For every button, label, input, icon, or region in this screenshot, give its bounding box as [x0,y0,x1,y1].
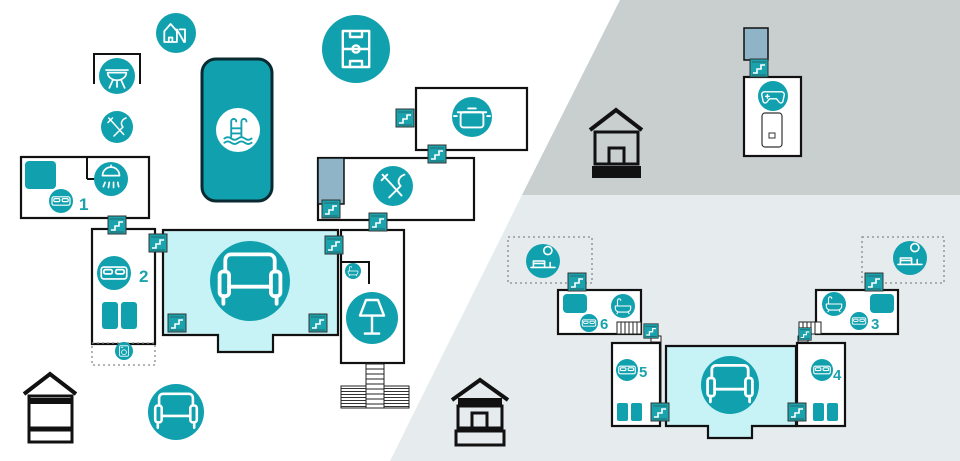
bbq-area [93,53,141,94]
stairs-icon [368,212,388,232]
upper-floor-background [522,0,960,195]
playground-icon [156,13,196,53]
stairs-icon [798,327,812,341]
bed-icon [580,314,598,332]
room-number-6: 6 [600,316,608,333]
stairs-icon [643,323,659,339]
game-controller-icon [758,81,788,111]
bedroom-2: 2 [90,227,157,366]
bed-icon [616,359,638,381]
room-number-3: 3 [871,316,879,333]
living-room [339,228,410,409]
bed-icon [811,359,833,381]
swimming-pool-icon [216,108,260,152]
garden-bench-icon [893,241,927,275]
washing-machine-icon [115,342,133,360]
stairs-icon [107,215,127,235]
game-room [742,27,803,158]
cooking-pot-icon [452,97,492,137]
table-lamp-icon [346,292,398,344]
stairs-icon [148,233,168,253]
soccer-field-icon [322,15,390,83]
lower-lounge [664,344,798,440]
terrace-sofa-icon [148,384,204,440]
kitchen [414,86,529,152]
bedroom-1: 1 [19,155,151,220]
stairs-icon [308,313,328,333]
stairs-icon [324,235,344,255]
stairs-icon [787,402,807,422]
bedroom-5: 5 [610,341,662,428]
stairs-icon [749,58,769,78]
stairs-icon [567,272,587,292]
house-level-icon-upper [588,107,644,178]
main-lounge [161,228,340,354]
dining-icon [373,166,413,206]
house-level-icon-ground [22,371,78,444]
stairs-icon [167,313,187,333]
stairs-icon [321,199,341,219]
stairs-icon [864,272,884,292]
outdoor-dining-icon [101,111,133,143]
shower-icon [94,162,128,196]
bed-icon [97,256,131,290]
bedroom-3: 3 [814,288,900,336]
garden-bench-icon [526,244,560,278]
house-level-icon-lower [450,377,510,447]
room-number-2: 2 [139,267,148,286]
dining-room [316,156,476,222]
swimming-pool [200,57,274,203]
bathtub-icon [611,294,635,318]
bathtub-icon [822,292,846,316]
bed-icon [49,189,73,213]
bathtub-icon [345,263,361,279]
room-number-1: 1 [79,195,88,214]
sofa-icon [701,356,759,414]
stairs-icon [427,144,447,164]
bed-icon [850,312,868,330]
front-stairs [340,363,410,409]
stairs-icon [650,402,670,422]
stairs-icon [395,108,415,128]
room-number-5: 5 [639,364,647,381]
room-number-4: 4 [833,367,842,384]
sofa-icon [210,241,290,321]
bbq-grill-icon [99,58,135,94]
